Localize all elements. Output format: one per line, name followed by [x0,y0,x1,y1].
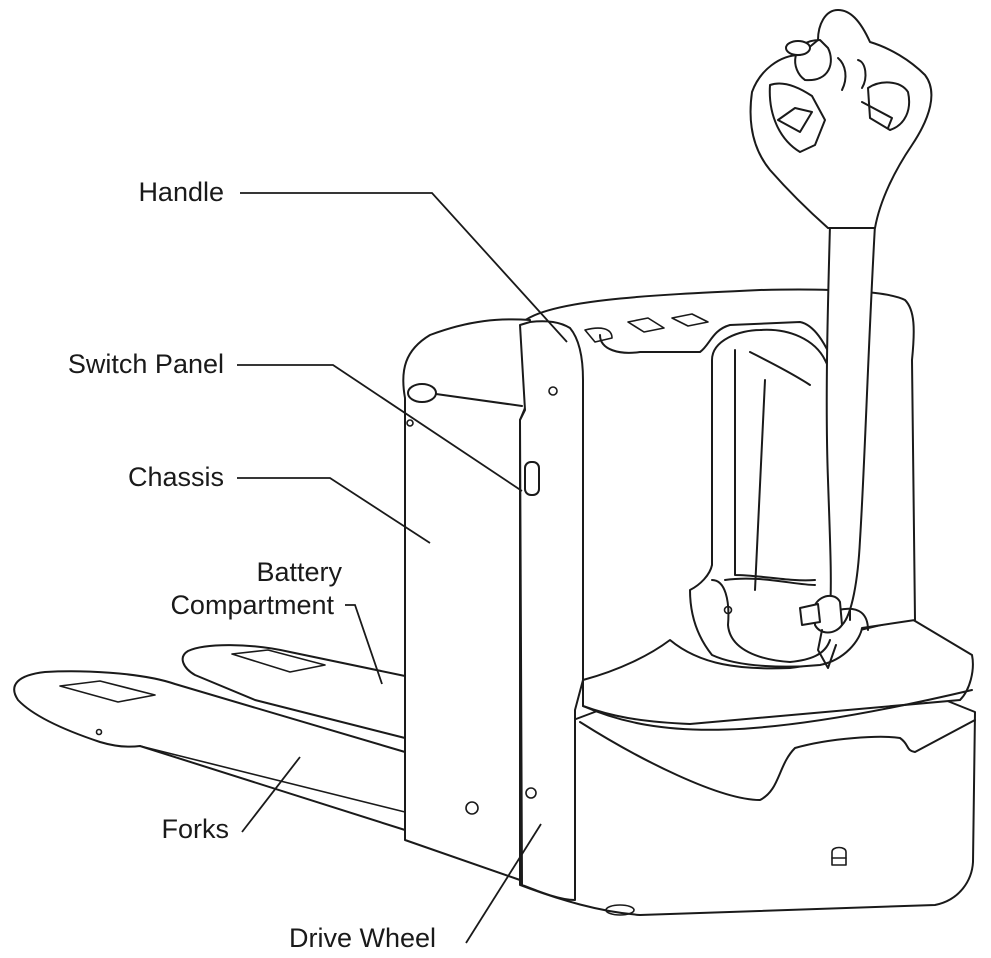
battery-leader [345,604,383,685]
label-battery-line1: Battery [256,557,342,587]
label-chassis: Chassis [128,462,224,492]
switch-panel-leader [237,364,523,492]
label-forks: Forks [162,814,230,844]
forks-leader [241,756,301,833]
chassis [402,318,584,901]
handle-leader [240,192,568,343]
drive-unit-body [519,288,976,916]
label-drive-wheel: Drive Wheel [289,923,436,953]
tiller-handle [749,9,933,669]
label-handle: Handle [138,177,224,207]
chassis-leader [237,477,431,544]
leader-lines [237,192,568,944]
label-switch-panel: Switch Panel [68,349,224,379]
labels: Handle Switch Panel Chassis Battery Comp… [68,177,436,953]
label-battery-line2: Compartment [170,590,334,620]
drive-wheel-leader [465,823,542,944]
forks [13,644,406,831]
